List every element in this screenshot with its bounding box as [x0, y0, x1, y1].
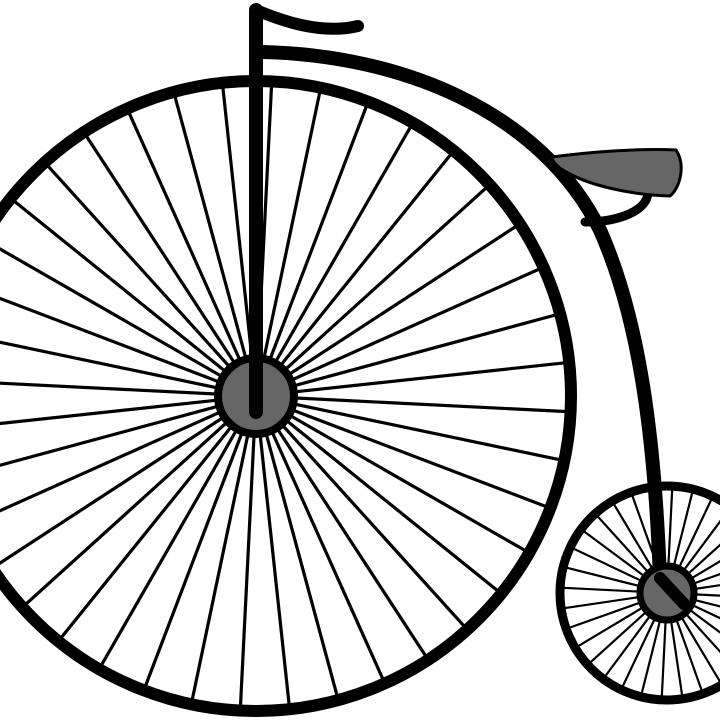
front-wheel-spoke [0, 402, 228, 467]
rear-wheel-spoke [686, 596, 720, 608]
front-wheel-spoke [285, 361, 567, 395]
seat-support [580, 187, 653, 227]
front-wheel-spoke [126, 110, 246, 370]
front-wheel-spoke [271, 420, 428, 659]
front-wheel-spoke [281, 409, 528, 553]
front-wheel-spoke [12, 198, 234, 379]
front-wheel-spoke [99, 421, 243, 668]
front-wheel-spoke [45, 163, 238, 375]
rear-wheel-spoke [683, 560, 720, 584]
front-wheel-spoke [282, 266, 542, 386]
rear-wheel-spoke [589, 605, 653, 664]
front-wheel-spoke [84, 133, 241, 372]
front-wheel-spoke [265, 103, 369, 369]
rear-wheel-spoke [568, 598, 649, 629]
handlebar [250, 4, 364, 35]
front-wheel-spoke [274, 417, 467, 629]
rear-wheel-spoke [682, 604, 720, 634]
rear-wheel-spoke [679, 607, 720, 654]
front-wheel-spoke [0, 296, 229, 387]
front-wheel-spoke [280, 224, 519, 381]
front-wheel-spoke [269, 124, 413, 371]
rear-wheel-spoke [660, 612, 668, 697]
rear-wheel-spoke [685, 572, 720, 588]
rear-wheel-spoke [563, 586, 648, 594]
rear-wheel-spoke [640, 612, 664, 695]
front-wheel-spoke [190, 425, 252, 702]
front-wheel-spoke [285, 400, 562, 462]
front-wheel-spoke [277, 185, 489, 378]
front-wheel-spoke [273, 152, 454, 374]
front-wheel-spoke [278, 413, 500, 594]
rear-wheel-spoke [612, 503, 658, 577]
rear-wheel-spoke [676, 609, 720, 683]
front-wheel-spoke [0, 340, 227, 392]
seat [550, 147, 683, 198]
front-wheel-spoke [172, 94, 250, 368]
rear-wheel-spoke [674, 498, 713, 576]
front-wheel-spoke [257, 425, 291, 707]
rear-axle [654, 572, 690, 610]
front-wheel-spoke [238, 425, 257, 708]
front-wheel-spoke [0, 247, 231, 383]
front-wheel-spoke [260, 90, 322, 367]
rear-wheel-spoke [604, 608, 656, 678]
front-wheel-spoke [0, 381, 227, 397]
front-wheel-spoke [0, 406, 230, 513]
rear-wheel-spoke [596, 515, 655, 579]
rear-wheel-spoke [565, 566, 648, 590]
rear-wheel-spoke [686, 584, 720, 592]
rear-wheel-spoke [577, 602, 651, 648]
rear-wheel-spoke [582, 530, 652, 582]
rear-wheel-spoke [686, 592, 720, 597]
front-wheel-spoke [143, 423, 247, 689]
front-wheel-spoke [284, 312, 558, 390]
rear-wheel-spoke [563, 594, 648, 610]
rear-wheel-spoke [672, 611, 703, 692]
front-wheel-spoke [283, 405, 549, 509]
rear-wheel-spoke [621, 610, 660, 688]
front-wheel-spoke [23, 414, 235, 607]
rear-wheel-spoke [668, 612, 684, 697]
front-wheel-spoke [221, 85, 255, 367]
frame-backbone [255, 45, 691, 611]
rear-wheel-spoke [572, 547, 650, 586]
front-wheel-spokes [0, 84, 568, 708]
rear-wheel-spoke [681, 543, 720, 581]
rear-wheel-spoke [684, 600, 720, 620]
front-wheel-spoke [262, 424, 340, 698]
rear-wheel-spoke [678, 519, 720, 578]
front-wheel-spoke [0, 411, 232, 565]
rear-wheel-spoke [670, 491, 694, 574]
front-wheel-spoke [58, 418, 239, 640]
front-wheel-spoke [266, 422, 386, 682]
front-wheel-spoke [0, 397, 227, 426]
rear-wheel-spoke [666, 489, 674, 574]
front-wheel-spoke [285, 395, 568, 414]
